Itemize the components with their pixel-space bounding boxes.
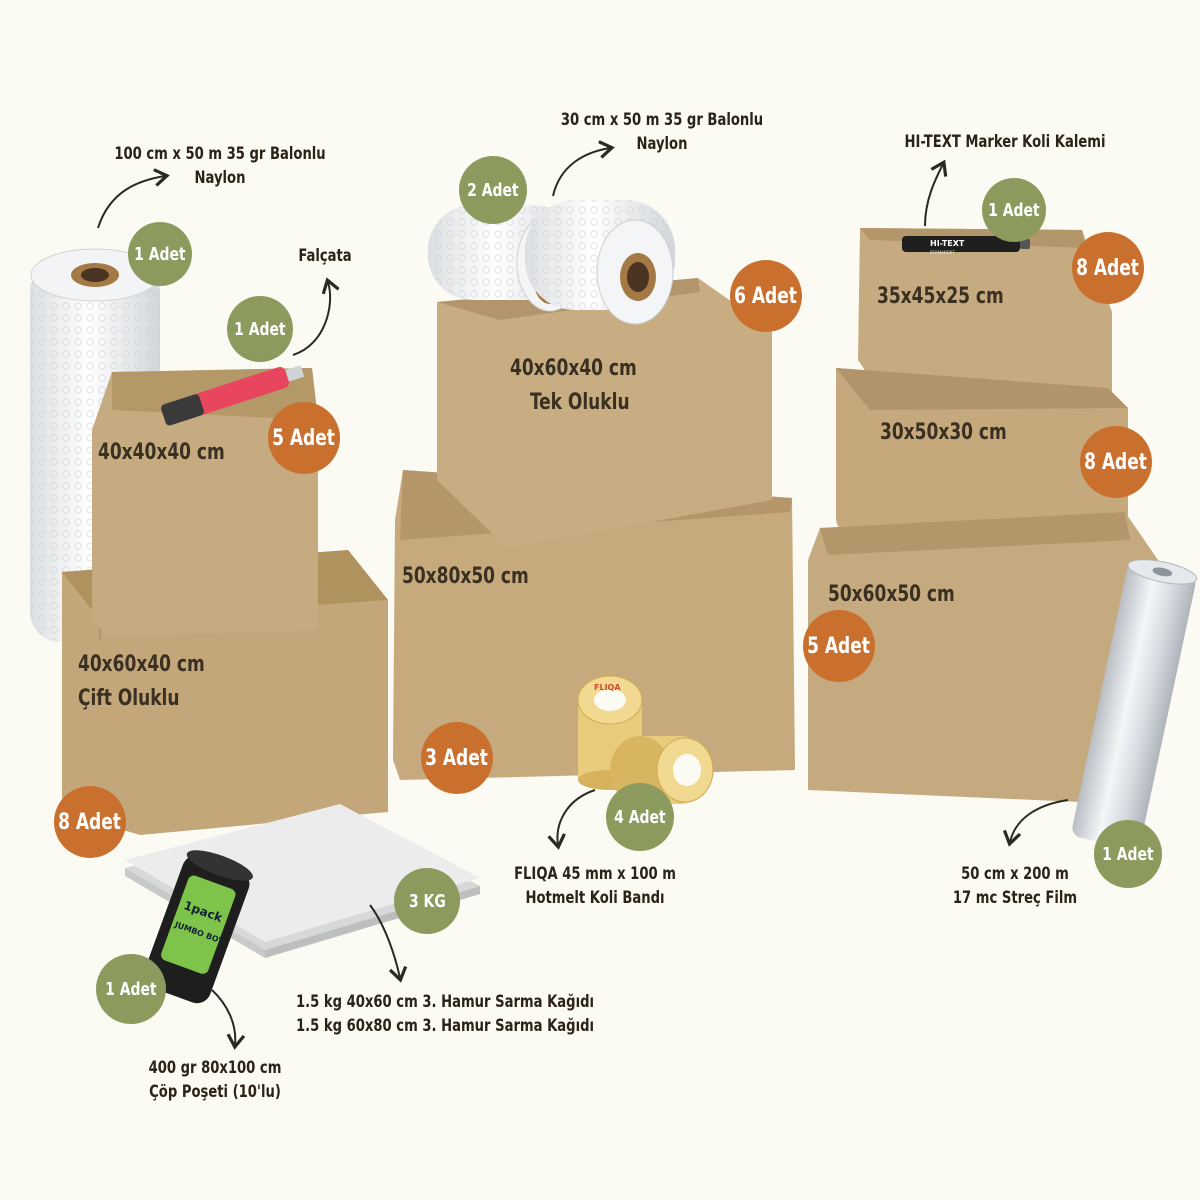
box-30x50x30-size: 30x50x30 cm <box>880 420 1007 445</box>
trash-qty-badge: 1 Adet <box>96 954 166 1024</box>
bubble-large-qty: 1 Adet <box>134 243 186 265</box>
box-40x60x40-tek-qty-badge: 6 Adet <box>730 260 802 332</box>
box-50x60x50 <box>808 512 1158 805</box>
trash-qty: 1 Adet <box>105 978 157 1000</box>
stretch-qty: 1 Adet <box>1102 843 1154 865</box>
trash-caption: 400 gr 80x100 cm Çöp Poşeti (10'lu) <box>133 1056 296 1104</box>
cutter-icon <box>161 365 305 426</box>
stretch-line2: 17 mc Streç Film <box>952 888 1078 908</box>
box-40x60x40-tek-qty: 6 Adet <box>734 283 798 309</box>
cutter-qty-badge: 1 Adet <box>227 296 293 362</box>
box-30x50x30-qty: 8 Adet <box>1084 449 1148 475</box>
cutter-qty: 1 Adet <box>234 318 286 340</box>
bubble-small-line2: Naylon <box>636 134 688 154</box>
box-50x60x50-qty: 5 Adet <box>807 633 871 659</box>
marker-icon: HI-TEXT PERMANENT <box>902 236 1030 255</box>
box-40x40x40-size: 40x40x40 cm <box>98 440 225 465</box>
box-40x60x40-cift-type: Çift Oluklu <box>78 686 180 711</box>
box-30x50x30 <box>836 368 1128 560</box>
marker-qty: 1 Adet <box>988 199 1040 221</box>
stretch-line1: 50 cm x 200 m <box>961 864 1069 884</box>
box-40x60x40-cift-qty-badge: 8 Adet <box>54 786 126 858</box>
box-35x45x25-qty-badge: 8 Adet <box>1072 232 1144 304</box>
paper-line2: 1.5 kg 60x80 cm 3. Hamur Sarma Kağıdı <box>296 1016 595 1036</box>
box-40x60x40-tek-size: 40x60x40 cm <box>510 356 637 381</box>
box-40x60x40-cift-qty: 8 Adet <box>58 809 122 835</box>
box-35x45x25-qty: 8 Adet <box>1076 255 1140 281</box>
cutter-caption: Falçata <box>298 246 352 266</box>
box-30x50x30-qty-badge: 8 Adet <box>1080 426 1152 498</box>
bubble-large-line2: Naylon <box>194 168 246 188</box>
box-50x60x50-qty-badge: 5 Adet <box>803 610 875 682</box>
box-50x60x50-size: 50x60x50 cm <box>828 582 955 607</box>
trash-line1: 400 gr 80x100 cm <box>148 1058 282 1078</box>
paper-line1: 1.5 kg 40x60 cm 3. Hamur Sarma Kağıdı <box>296 992 595 1012</box>
paper-qty: 3 KG <box>408 890 446 912</box>
bubble-small-qty: 2 Adet <box>467 179 519 201</box>
stretch-caption: 50 cm x 200 m 17 mc Streç Film <box>942 862 1088 910</box>
box-50x80x50-qty-badge: 3 Adet <box>421 722 493 794</box>
stretch-film-icon <box>1072 559 1198 849</box>
box-40x40x40-qty: 5 Adet <box>272 425 336 451</box>
box-40x40x40-qty-badge: 5 Adet <box>268 402 340 474</box>
bubble-small-line1: 30 cm x 50 m 35 gr Balonlu <box>560 110 764 130</box>
marker-qty-badge: 1 Adet <box>982 178 1046 242</box>
box-40x60x40-tek-type: Tek Oluklu <box>530 390 630 415</box>
marker-print: HI-TEXT <box>930 239 965 248</box>
marker-print-2: PERMANENT <box>930 250 955 255</box>
paper-caption: 1.5 kg 40x60 cm 3. Hamur Sarma Kağıdı 1.… <box>296 990 606 1038</box>
trash-line2: Çöp Poşeti (10'lu) <box>149 1082 281 1102</box>
stretch-qty-badge: 1 Adet <box>1094 820 1162 888</box>
box-35x45x25-size: 35x45x25 cm <box>877 284 1004 309</box>
marker-caption: HI-TEXT Marker Koli Kalemi <box>904 132 1106 152</box>
curved-arrow-icon <box>97 140 1069 1050</box>
tape-roll-icon: FLIQA <box>577 675 714 804</box>
bubble-large-qty-badge: 1 Adet <box>128 222 192 286</box>
box-50x80x50-size: 50x80x50 cm <box>402 564 529 589</box>
tape-qty: 4 Adet <box>614 806 666 828</box>
tape-print: FLIQA <box>594 683 621 692</box>
tape-line2: Hotmelt Koli Bandı <box>525 888 665 908</box>
bubble-large-line1: 100 cm x 50 m 35 gr Balonlu <box>114 144 326 164</box>
bubble-small-qty-badge: 2 Adet <box>459 156 527 224</box>
bubble-roll-small-2 <box>525 200 675 325</box>
tape-caption: FLIQA 45 mm x 100 m Hotmelt Koli Bandı <box>505 862 686 910</box>
box-50x80x50-qty: 3 Adet <box>425 745 489 771</box>
bubble-large-caption: 100 cm x 50 m 35 gr Balonlu Naylon <box>91 142 349 190</box>
tape-line1: FLIQA 45 mm x 100 m <box>514 864 676 884</box>
tape-qty-badge: 4 Adet <box>606 783 674 851</box>
box-40x60x40-cift-size: 40x60x40 cm <box>78 652 205 677</box>
bubble-small-caption: 30 cm x 50 m 35 gr Balonlu Naylon <box>533 108 791 156</box>
trash-bag-icon: 1pack JUMBO BOY <box>143 850 253 1004</box>
paper-qty-badge: 3 KG <box>394 868 460 934</box>
